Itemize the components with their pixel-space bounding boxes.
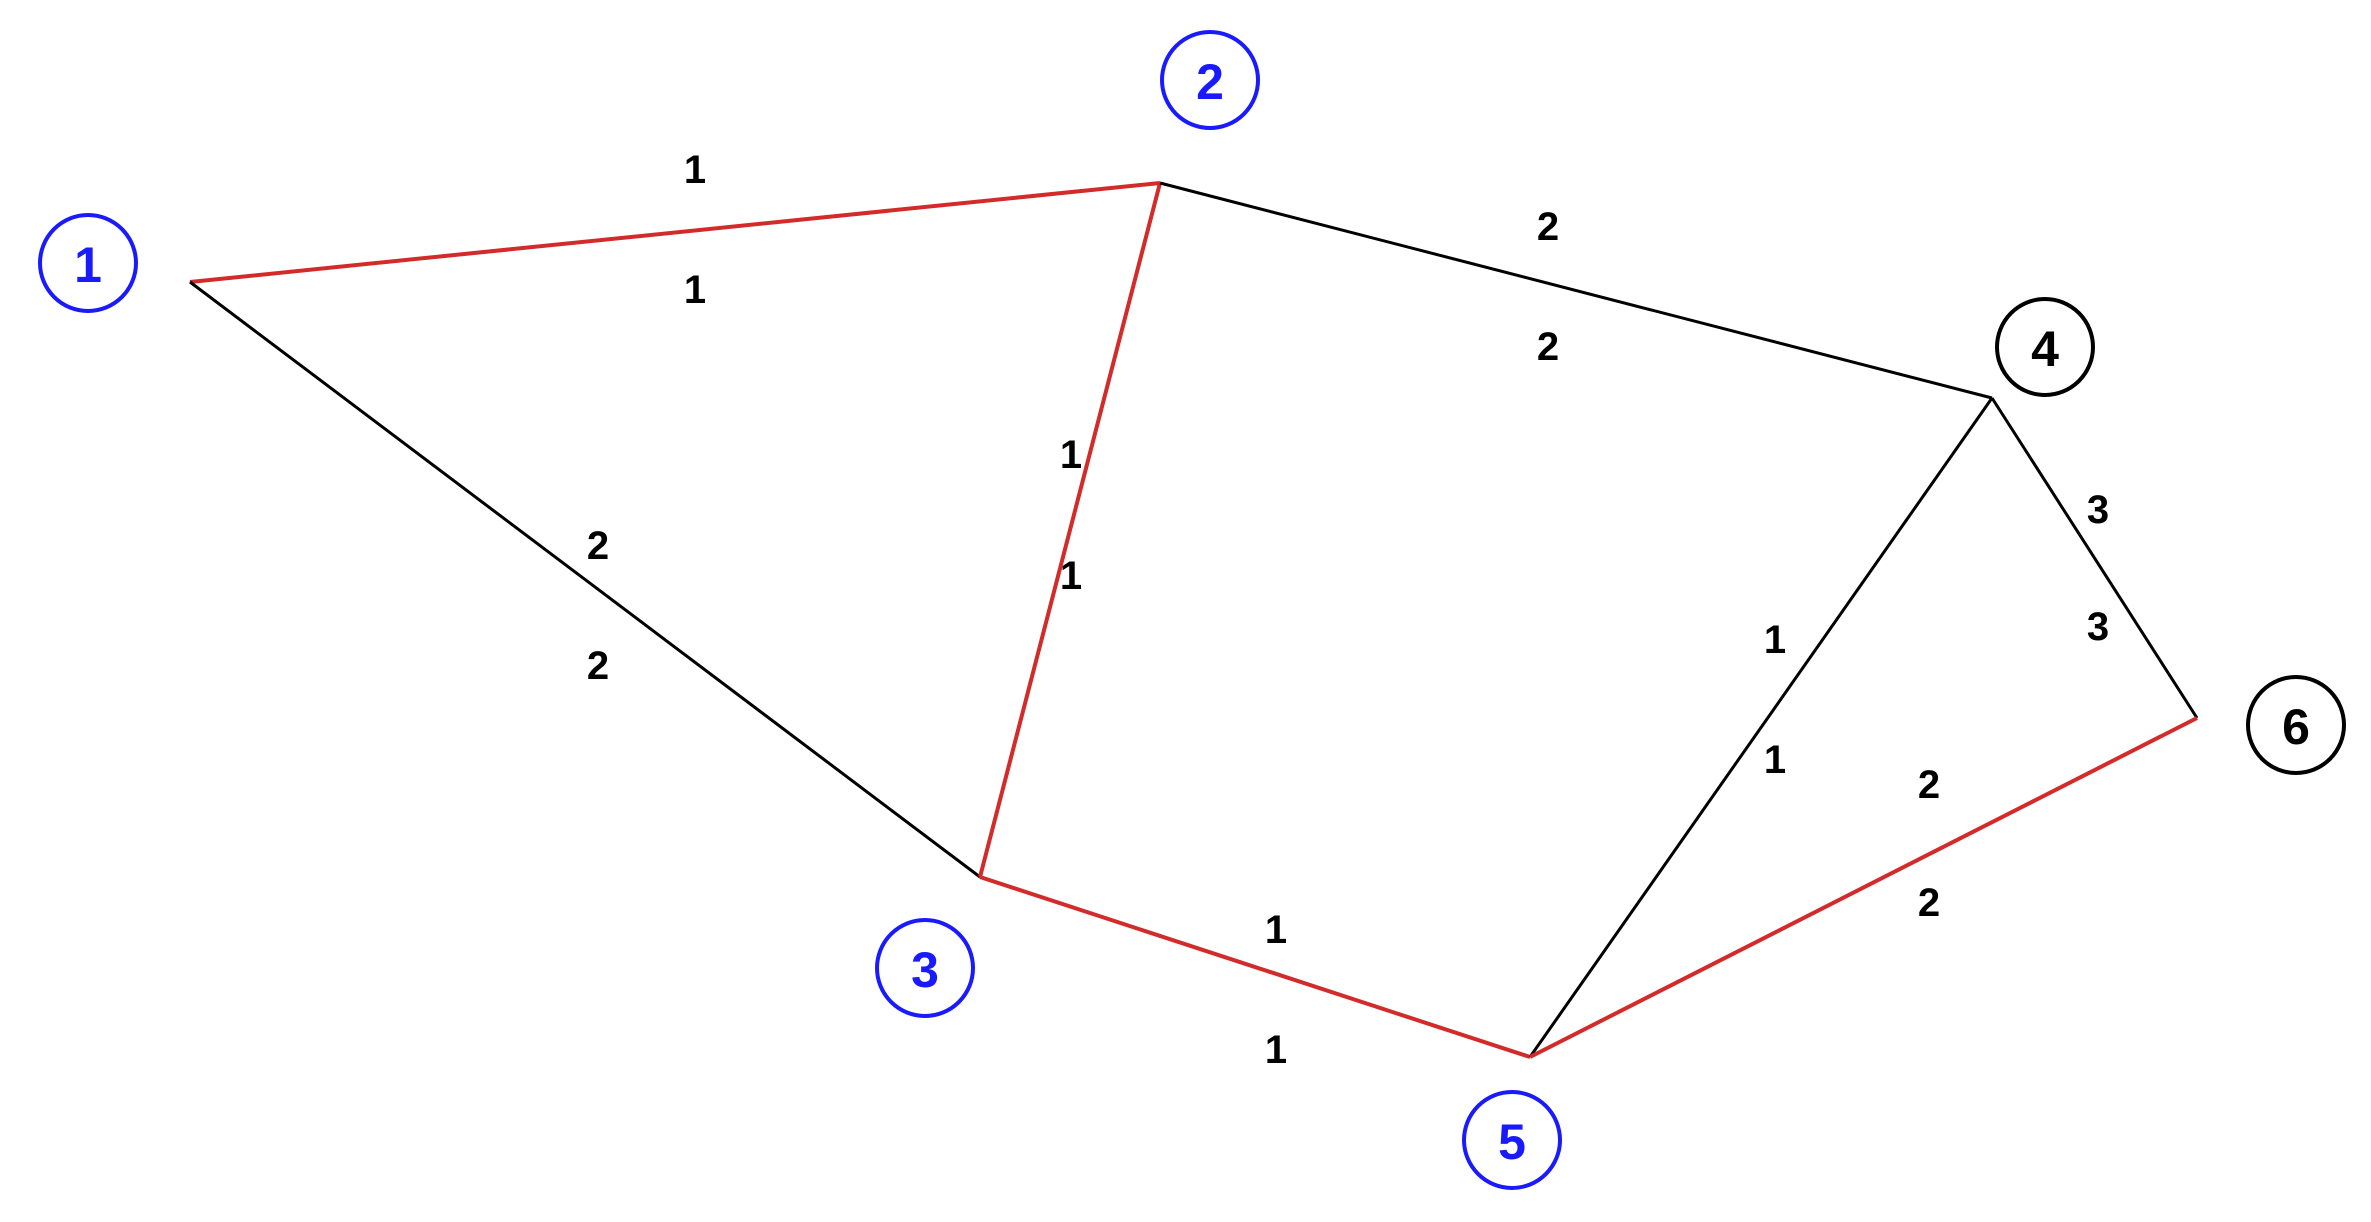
edge-label-1-3-1: 2	[587, 524, 609, 568]
node-circle-2	[1160, 30, 1260, 130]
node-label-2: 2	[1196, 54, 1224, 110]
nodes-layer: 1 2 3 4 5 6	[38, 30, 2346, 1190]
node-1: 1	[38, 213, 138, 313]
edge-label-3-5-1: 1	[1265, 908, 1287, 952]
edge-label-2-4-1: 2	[1537, 205, 1559, 249]
node-circle-6	[2246, 675, 2346, 775]
edge-label-2-3-1: 1	[1060, 433, 1082, 477]
node-label-1: 1	[74, 237, 102, 293]
edge-label-4-5-2: 1	[1764, 738, 1786, 782]
node-5: 5	[1462, 1090, 1562, 1190]
edge-2-3	[978, 182, 1162, 878]
node-label-4: 4	[2031, 321, 2059, 377]
edge-label-2-4-2: 2	[1537, 325, 1559, 369]
node-3: 3	[875, 918, 975, 1018]
node-4: 4	[1995, 297, 2095, 397]
edge-5-6	[1529, 716, 2198, 1059]
edge-3-5	[979, 875, 1531, 1059]
edge-label-2-3-2: 1	[1060, 554, 1082, 598]
node-label-3: 3	[911, 942, 939, 998]
edge-1-2	[189, 181, 1161, 284]
edge-1-3	[189, 280, 981, 879]
edge-label-5-6-2: 2	[1918, 881, 1940, 925]
edge-2-4	[1159, 181, 1993, 400]
node-6: 6	[2246, 675, 2346, 775]
edge-label-1-2-2: 1	[684, 268, 706, 312]
edge-label-1-2-1: 1	[684, 148, 706, 192]
edge-label-1-3-2: 2	[587, 644, 609, 688]
node-label-6: 6	[2282, 699, 2310, 755]
edge-label-4-5-1: 1	[1764, 618, 1786, 662]
node-label-5: 5	[1498, 1114, 1526, 1170]
node-circle-3	[875, 918, 975, 1018]
node-circle-1	[38, 213, 138, 313]
edge-label-5-6-1: 2	[1918, 763, 1940, 807]
edge-label-4-6-1: 3	[2087, 488, 2109, 532]
edges-layer	[189, 181, 2199, 1059]
edge-label-3-5-2: 1	[1265, 1028, 1287, 1072]
edge-4-6	[1990, 397, 2199, 719]
node-2: 2	[1160, 30, 1260, 130]
node-circle-5	[1462, 1090, 1562, 1190]
node-circle-4	[1995, 297, 2095, 397]
edge-labels-layer: 1 1 2 2 1 1 2 2 1 1 1 1 3 3 2 2	[587, 148, 2109, 1072]
edge-label-4-6-2: 3	[2087, 605, 2109, 649]
edge-4-5	[1528, 397, 1994, 1058]
